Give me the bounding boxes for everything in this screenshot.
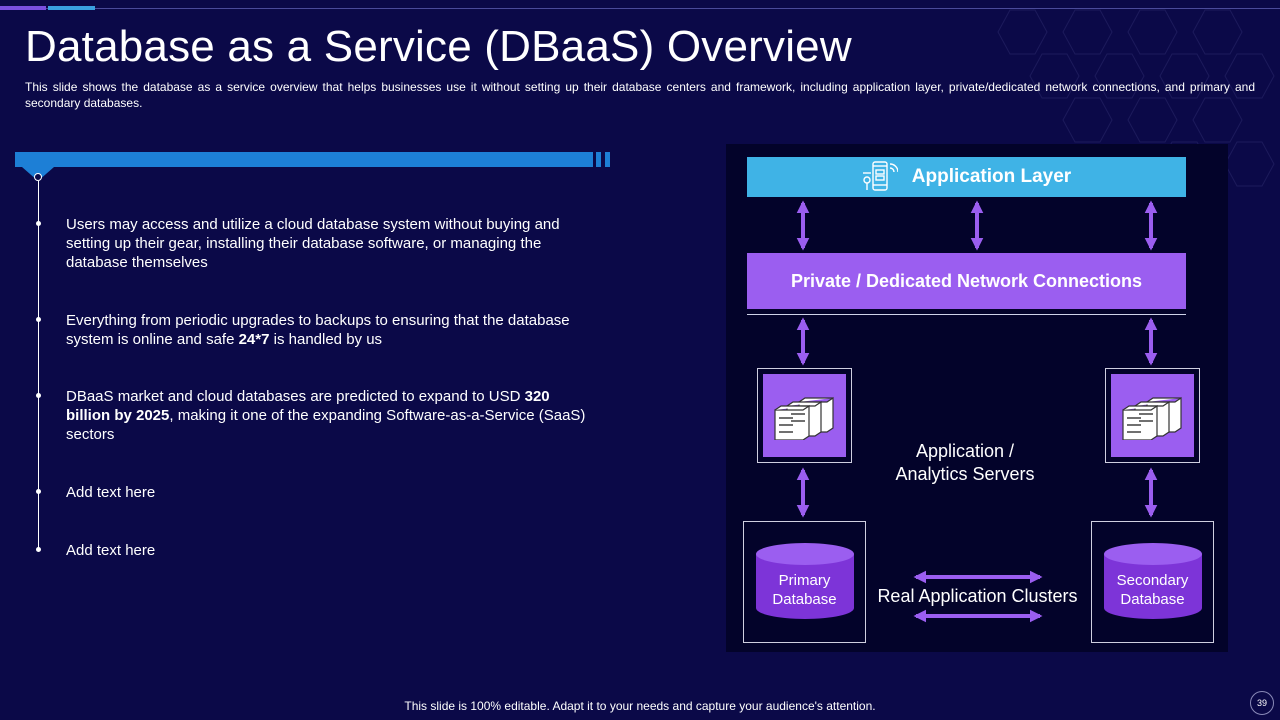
timeline-start-circle bbox=[34, 173, 42, 181]
database-cylinder-icon bbox=[756, 543, 854, 619]
timeline-header-bar bbox=[15, 152, 593, 167]
timeline-dot bbox=[36, 317, 41, 322]
server-left-frame bbox=[757, 368, 852, 463]
application-layer-box: Application Layer bbox=[747, 157, 1186, 197]
hexagon-pattern-decoration bbox=[997, 9, 1275, 187]
server-left-tile bbox=[763, 374, 846, 457]
bullet-text-5: Add text here bbox=[66, 542, 156, 559]
server-rack-icon bbox=[1121, 396, 1182, 440]
page-title: Database as a Service (DBaaS) Overview bbox=[25, 22, 852, 71]
timeline-dot bbox=[36, 221, 41, 226]
top-divider-line bbox=[0, 8, 1280, 9]
network-connections-box: Private / Dedicated Network Connections bbox=[747, 253, 1186, 309]
page-number: 39 bbox=[1250, 691, 1274, 715]
timeline-dot bbox=[36, 547, 41, 552]
top-accent-blue bbox=[48, 6, 95, 10]
bullet-text-4: Add text here bbox=[66, 484, 156, 501]
top-accent-purple bbox=[0, 6, 46, 10]
primary-database-frame: Primary Database bbox=[743, 521, 866, 643]
server-right-tile bbox=[1111, 374, 1194, 457]
timeline-dot bbox=[36, 489, 41, 494]
timeline-bar-tick bbox=[605, 152, 610, 167]
database-cylinder-icon bbox=[1104, 543, 1202, 619]
timeline-dot bbox=[36, 393, 41, 398]
server-right-frame bbox=[1105, 368, 1200, 463]
bullet-text-1: Users may access and utilize a cloud dat… bbox=[66, 216, 560, 271]
servers-label-line1: Application / bbox=[915, 441, 1015, 461]
secondary-database-frame: Secondary Database bbox=[1091, 521, 1214, 643]
primary-database-label-1: Primary bbox=[778, 572, 831, 589]
server-rack-icon bbox=[773, 396, 834, 440]
network-connections-label: Private / Dedicated Network Connections bbox=[790, 270, 1143, 291]
primary-database-label-2: Database bbox=[772, 591, 837, 608]
network-divider-line bbox=[747, 314, 1186, 315]
timeline-bar-tick bbox=[596, 152, 601, 167]
timeline-vertical-line bbox=[38, 181, 39, 551]
servers-label: Application / Analytics Servers bbox=[875, 440, 1055, 486]
bullet-text-2: Everything from periodic upgrades to bac… bbox=[66, 312, 570, 348]
secondary-database-label-2: Database bbox=[1120, 591, 1185, 608]
application-layer-label: Application Layer bbox=[911, 166, 1072, 187]
bullet-text-3: DBaaS market and cloud databases are pre… bbox=[66, 388, 586, 443]
footer-note: This slide is 100% editable. Adapt it to… bbox=[404, 699, 876, 713]
secondary-database-label-1: Secondary bbox=[1116, 572, 1189, 589]
clusters-label: Real Application Clusters bbox=[877, 586, 1078, 606]
mobile-app-icon bbox=[862, 161, 898, 191]
servers-label-line2: Analytics Servers bbox=[895, 464, 1035, 484]
page-subtitle: This slide shows the database as a servi… bbox=[25, 80, 1255, 110]
